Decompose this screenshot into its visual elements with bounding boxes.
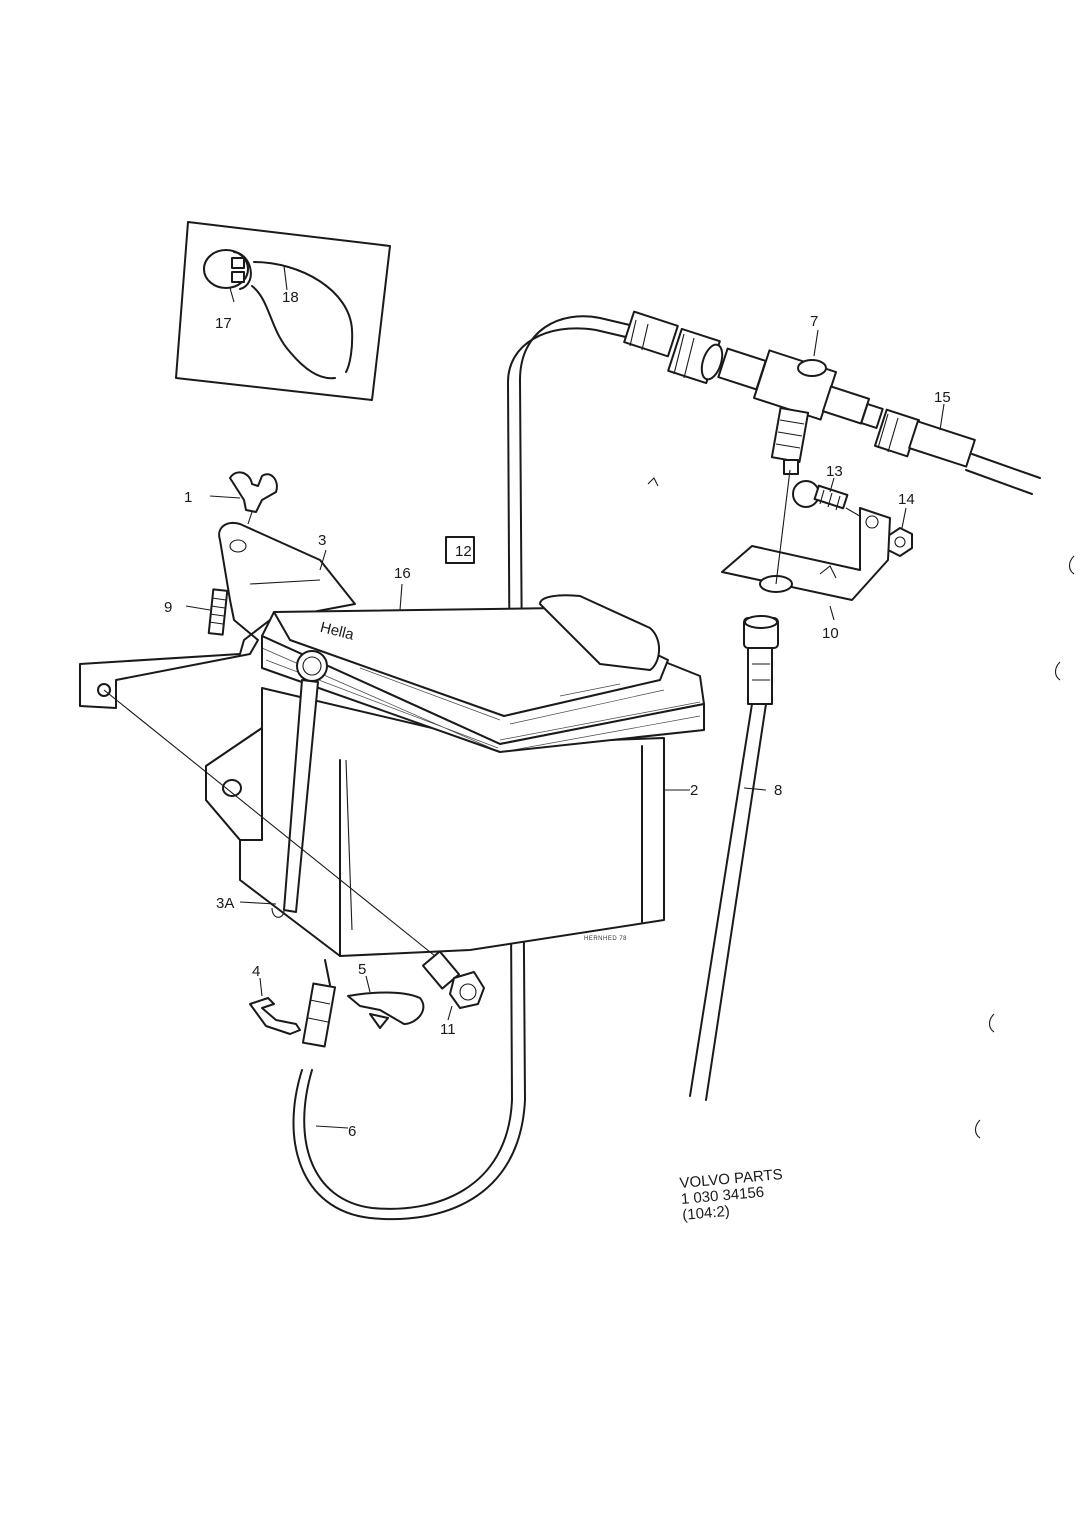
callout-9: 9 [164,599,172,616]
callout-17: 17 [215,315,232,332]
callout-8: 3 [318,532,326,549]
cable-6 [292,315,635,1221]
wire-18-a [253,261,354,373]
callout-2: 2 [690,782,698,799]
callout-10: 1 [184,489,192,506]
bracket-12: 10 [721,469,891,642]
callout-4: 4 [252,963,260,980]
stud-9: 9 [164,588,229,636]
tee-connector-7: 7 [623,310,884,475]
callout-6: 6 [348,1123,356,1140]
volvo-parts-stamp: VOLVO PARTS 1 030 34156 (104:2) [679,1166,783,1224]
clip-5: 5 [347,961,425,1029]
wing-nut-10: 1 [184,471,278,525]
callout-1: 12 [455,543,472,560]
callout-3: 16 [394,565,411,582]
bolt-11: 11 [103,689,485,1038]
clip-4: 4 [249,963,301,1035]
callout-11: 11 [440,1021,456,1038]
callout-3A: 3A [216,895,234,912]
callout-18: 18 [282,289,299,306]
callout-13: 13 [826,463,843,480]
stamp-line-3: (104:2) [682,1203,731,1224]
artist-signature: HERNHED 78 [584,936,627,942]
container-2: 2 [205,687,698,957]
nut-14: 14 [887,491,915,557]
callout-7: 7 [810,313,818,330]
scan-marks [647,477,1075,1139]
cap-17 [203,249,252,290]
inset-detail: 17 18 [175,221,391,401]
callout-15: 15 [934,389,951,406]
inset-frame [175,221,391,401]
cable-6-end-fitting [301,959,337,1048]
callout-12: 10 [822,625,839,642]
bracket-8: 3 [79,522,356,709]
cable-16: 8 [689,615,782,1101]
wire-18-b [251,285,336,380]
bolt-13: 13 [792,463,871,523]
reference-box-1: 12 [445,536,475,564]
callout-14: 14 [898,491,915,508]
callout-5: 5 [358,961,366,978]
lid-3: Hella 16 HERNHED 78 [261,565,705,942]
callout-16: 8 [774,782,782,799]
cable-15: 15 [873,389,1041,495]
strap-3A: 3A [216,650,328,918]
